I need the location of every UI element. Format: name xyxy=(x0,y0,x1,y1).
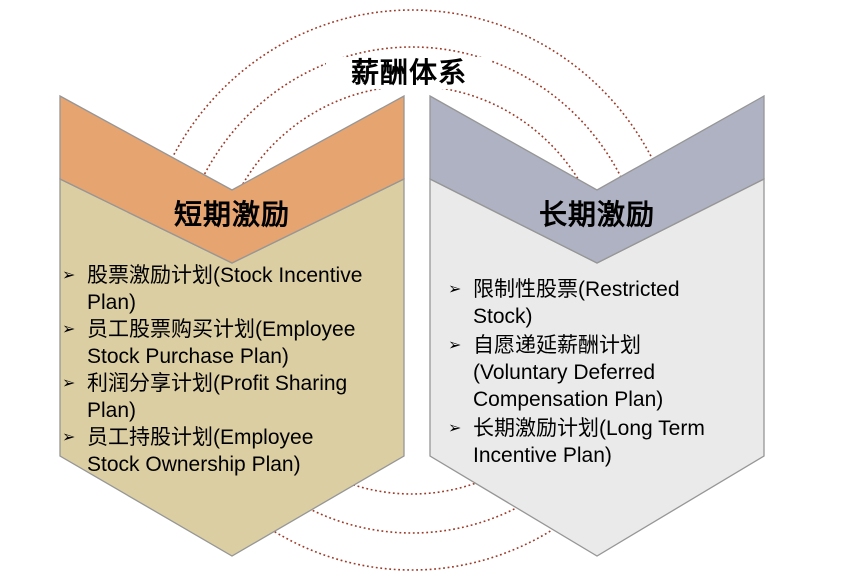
list-item-text-line: Incentive Plan) xyxy=(473,444,612,467)
arrow-bullet-icon: ➢ xyxy=(448,337,462,354)
arrow-bullet-icon: ➢ xyxy=(448,420,462,437)
arrow-bullet-icon: ➢ xyxy=(62,267,76,284)
list-item-text-line: 长期激励计划(Long Term xyxy=(473,417,705,440)
list-item-text-line: (Voluntary Deferred xyxy=(473,361,656,384)
list-item-text-line: Plan) xyxy=(87,399,137,422)
short-term-band-shape xyxy=(59,94,405,264)
arrow-bullet-icon: ➢ xyxy=(448,281,462,298)
list-item-text-line: Stock) xyxy=(473,305,533,328)
list-item-text-line: Stock Ownership Plan) xyxy=(87,453,301,476)
page-title: 薪酬体系 xyxy=(326,57,492,89)
arrow-bullet-icon: ➢ xyxy=(62,429,76,446)
short-term-header: 短期激励 xyxy=(173,199,290,230)
long-term-band-shape xyxy=(429,94,765,264)
arrow-bullet-icon: ➢ xyxy=(62,375,76,392)
list-item-text-line: Stock Purchase Plan) xyxy=(87,345,289,368)
list-item-text-line: Plan) xyxy=(87,291,137,314)
list-item-text-line: 利润分享计划(Profit Sharing xyxy=(87,372,348,395)
list-item-text-line: 股票激励计划(Stock Incentive xyxy=(87,264,363,287)
list-item-text-line: 限制性股票(Restricted xyxy=(473,278,680,301)
list-item-text-line: 自愿递延薪酬计划 xyxy=(473,334,641,357)
list-item-text-line: 员工持股计划(Employee xyxy=(87,426,314,449)
list-item-text-line: 员工股票购买计划(Employee xyxy=(87,318,356,341)
list-item-text-line: Compensation Plan) xyxy=(473,388,664,411)
arrow-bullet-icon: ➢ xyxy=(62,321,76,338)
long-term-header: 长期激励 xyxy=(538,199,655,230)
